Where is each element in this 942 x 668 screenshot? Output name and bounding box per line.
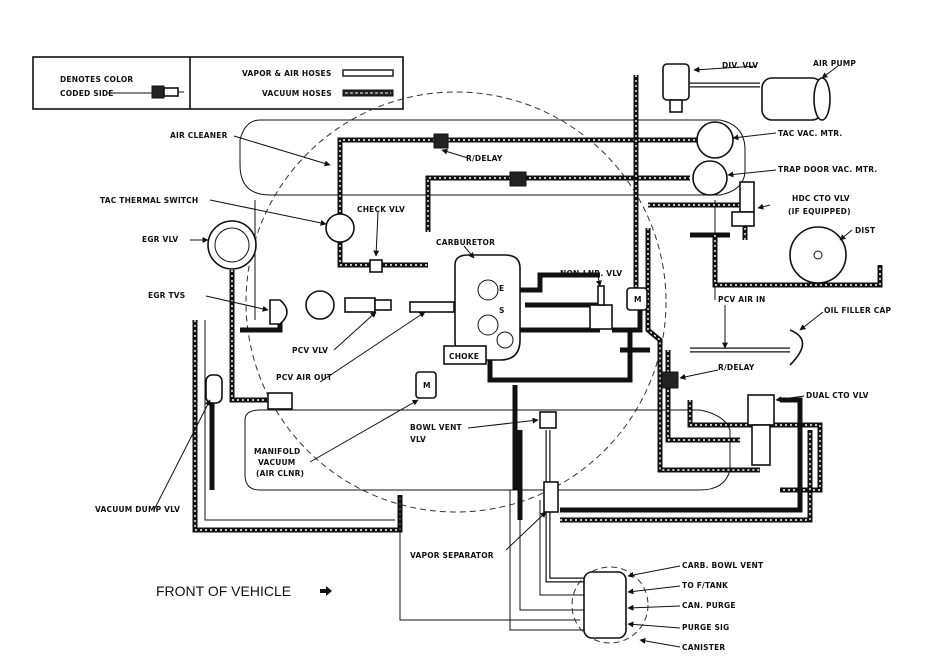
label-can-purge: CAN. PURGE — [682, 601, 736, 610]
label-if-equipped: (IF EQUIPPED) — [788, 207, 851, 216]
label-manifold-vacuum-line3: (AIR CLNR) — [256, 469, 304, 478]
label-carb-bowl-vent: CARB. BOWL VENT — [682, 561, 764, 570]
label-air-pump: AIR PUMP — [813, 59, 856, 68]
legend-vapor-air-hoses: VAPOR & AIR HOSES — [242, 69, 331, 78]
label-bowl-vent-vlv-line1: BOWL VENT — [410, 423, 463, 432]
label-pcv-air-in: PCV AIR IN — [718, 295, 765, 304]
label-to-f-tank: TO F/TANK — [682, 581, 729, 590]
label-non-lnr-vlv: NON-LNR. VLV — [560, 269, 622, 278]
label-check-vlv: CHECK VLV — [357, 205, 405, 214]
label-bowl-vent-vlv-line2: VLV — [410, 435, 426, 444]
color-coded-fitting-icon — [151, 85, 184, 99]
label-r-delay-top: R/DELAY — [466, 154, 503, 163]
label-egr-vlv: EGR VLV — [142, 235, 178, 244]
hdc-cto-valve — [731, 181, 755, 227]
label-canister: CANISTER — [682, 643, 725, 652]
label-trap-door-vac-mtr: TRAP DOOR VAC. MTR. — [778, 165, 877, 174]
leader-lines — [153, 65, 853, 648]
m-marker-center: M — [423, 381, 431, 390]
label-tac-thermal-switch: TAC THERMAL SWITCH — [100, 196, 198, 205]
carburetor: E S — [454, 254, 521, 361]
label-air-cleaner: AIR CLEANER — [170, 131, 228, 140]
carb-port-s: S — [499, 306, 505, 315]
label-egr-tvs: EGR TVS — [148, 291, 185, 300]
label-pcv-air-out: PCV AIR OUT — [276, 373, 333, 382]
div-valve — [662, 63, 690, 113]
vacuum-dump-valve — [205, 374, 293, 410]
air-pump — [761, 77, 831, 121]
label-vacuum-dump-vlv: VACUUM DUMP VLV — [95, 505, 180, 514]
label-dual-cto-vlv: DUAL CTO VLV — [806, 391, 869, 400]
r-delay-air-cleaner — [433, 133, 449, 149]
m-sensor-right: M — [626, 287, 648, 311]
vapor-hose-swatch — [342, 69, 394, 77]
dual-cto-valve — [747, 394, 775, 466]
pcv-valve — [305, 290, 455, 320]
front-arrow-icon — [320, 586, 332, 596]
label-oil-filler-cap: OIL FILLER CAP — [824, 306, 891, 315]
label-front-of-vehicle: FRONT OF VEHICLE — [156, 583, 291, 599]
canister — [571, 566, 649, 644]
label-pcv-vlv: PCV VLV — [292, 346, 328, 355]
choke-label: CHOKE — [449, 352, 479, 361]
egr-tvs — [269, 299, 288, 325]
r-delay-right — [661, 371, 679, 389]
label-vapor-separator: VAPOR SEPARATOR — [410, 551, 494, 560]
label-manifold-vacuum-line1: MANIFOLD — [254, 447, 300, 456]
tac-vac-motor — [696, 121, 734, 159]
legend-color-coded-line2: CODED SIDE — [60, 89, 114, 98]
carb-port-e: E — [499, 284, 504, 293]
legend-box: DENOTES COLOR CODED SIDE VAPOR & AIR HOS… — [32, 56, 404, 110]
check-valve — [369, 259, 383, 273]
trap-door-vac-motor — [692, 160, 728, 196]
manifold-vacuum-m-sensor: M — [415, 371, 437, 399]
egr-valve — [207, 220, 257, 270]
legend-vacuum-hoses: VACUUM HOSES — [262, 89, 332, 98]
legend-color-coded-line1: DENOTES COLOR — [60, 75, 133, 84]
vapor-air-hoses — [399, 82, 790, 631]
oil-filler-cap — [789, 329, 804, 366]
tac-thermal-switch — [325, 213, 355, 243]
non-linear-valve — [589, 285, 613, 330]
distributor — [789, 226, 847, 284]
label-purge-sig: PURGE SIG — [682, 623, 729, 632]
vapor-separator — [543, 481, 559, 513]
label-manifold-vacuum-line2: VACUUM — [258, 458, 295, 467]
label-carburetor: CARBURETOR — [436, 238, 495, 247]
label-div-vlv: DIV. VLV — [722, 61, 758, 70]
r-delay-top — [509, 171, 527, 187]
vacuum-hoses — [192, 75, 883, 533]
label-hdc-cto-vlv: HDC CTO VLV — [792, 194, 850, 203]
choke-box: CHOKE — [443, 345, 487, 365]
bowl-vent-valve — [539, 411, 557, 429]
label-tac-vac-mtr: TAC VAC. MTR. — [778, 129, 842, 138]
component-labels: DIV. VLV AIR PUMP AIR CLEANER TAC VAC. M… — [95, 59, 891, 652]
label-r-delay-right: R/DELAY — [718, 363, 755, 372]
label-dist: DIST — [855, 226, 876, 235]
air-cleaner-outline — [245, 91, 667, 513]
m-marker-right: M — [634, 295, 642, 304]
